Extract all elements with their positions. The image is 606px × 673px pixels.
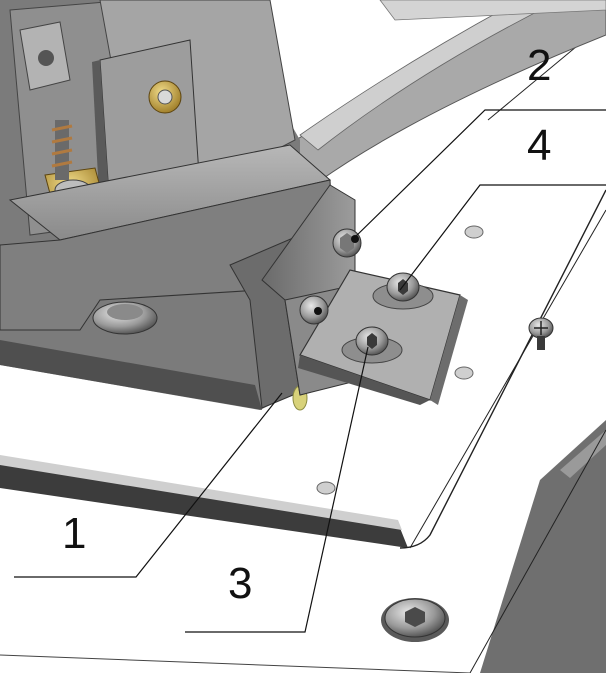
hex-bolt bbox=[299, 295, 329, 325]
mounting-plate-side-2 bbox=[430, 295, 468, 405]
curved-rail-top bbox=[299, 0, 561, 151]
phillips-screw bbox=[528, 317, 554, 350]
countersunk-screw bbox=[381, 598, 449, 642]
plate-step-light bbox=[0, 455, 402, 530]
callout-3: 3 bbox=[228, 559, 252, 608]
leader-line-4 bbox=[399, 184, 606, 291]
mounting-plate-side bbox=[298, 355, 430, 405]
plate-hole bbox=[316, 481, 336, 495]
plate-edge-diag-2 bbox=[469, 429, 606, 673]
callout-2: 2 bbox=[527, 41, 551, 90]
plate-hole bbox=[464, 225, 484, 239]
callout-4: 4 bbox=[527, 121, 551, 170]
plate-edge-right-2 bbox=[409, 209, 606, 549]
spring bbox=[51, 120, 73, 180]
lower-block-base bbox=[0, 340, 262, 410]
plate-hole bbox=[454, 366, 474, 380]
plate-edge-bottom bbox=[0, 654, 471, 673]
hex-bolt-2 bbox=[332, 228, 362, 258]
top-bar bbox=[379, 0, 606, 21]
plate-step bbox=[0, 462, 408, 548]
callout-1: 1 bbox=[62, 509, 86, 558]
plate-edge-right bbox=[399, 189, 606, 549]
right-housing-edge bbox=[560, 430, 606, 478]
brass-nut bbox=[148, 80, 182, 114]
mount-plate-edge bbox=[92, 60, 110, 215]
right-housing bbox=[480, 420, 606, 673]
hex-nut bbox=[92, 301, 158, 335]
leader-line-2 bbox=[351, 109, 606, 241]
leader-line-1 bbox=[14, 392, 283, 578]
socket-screw-3 bbox=[341, 326, 403, 364]
clip-hole bbox=[38, 50, 54, 66]
leader-line-3 bbox=[185, 346, 369, 633]
